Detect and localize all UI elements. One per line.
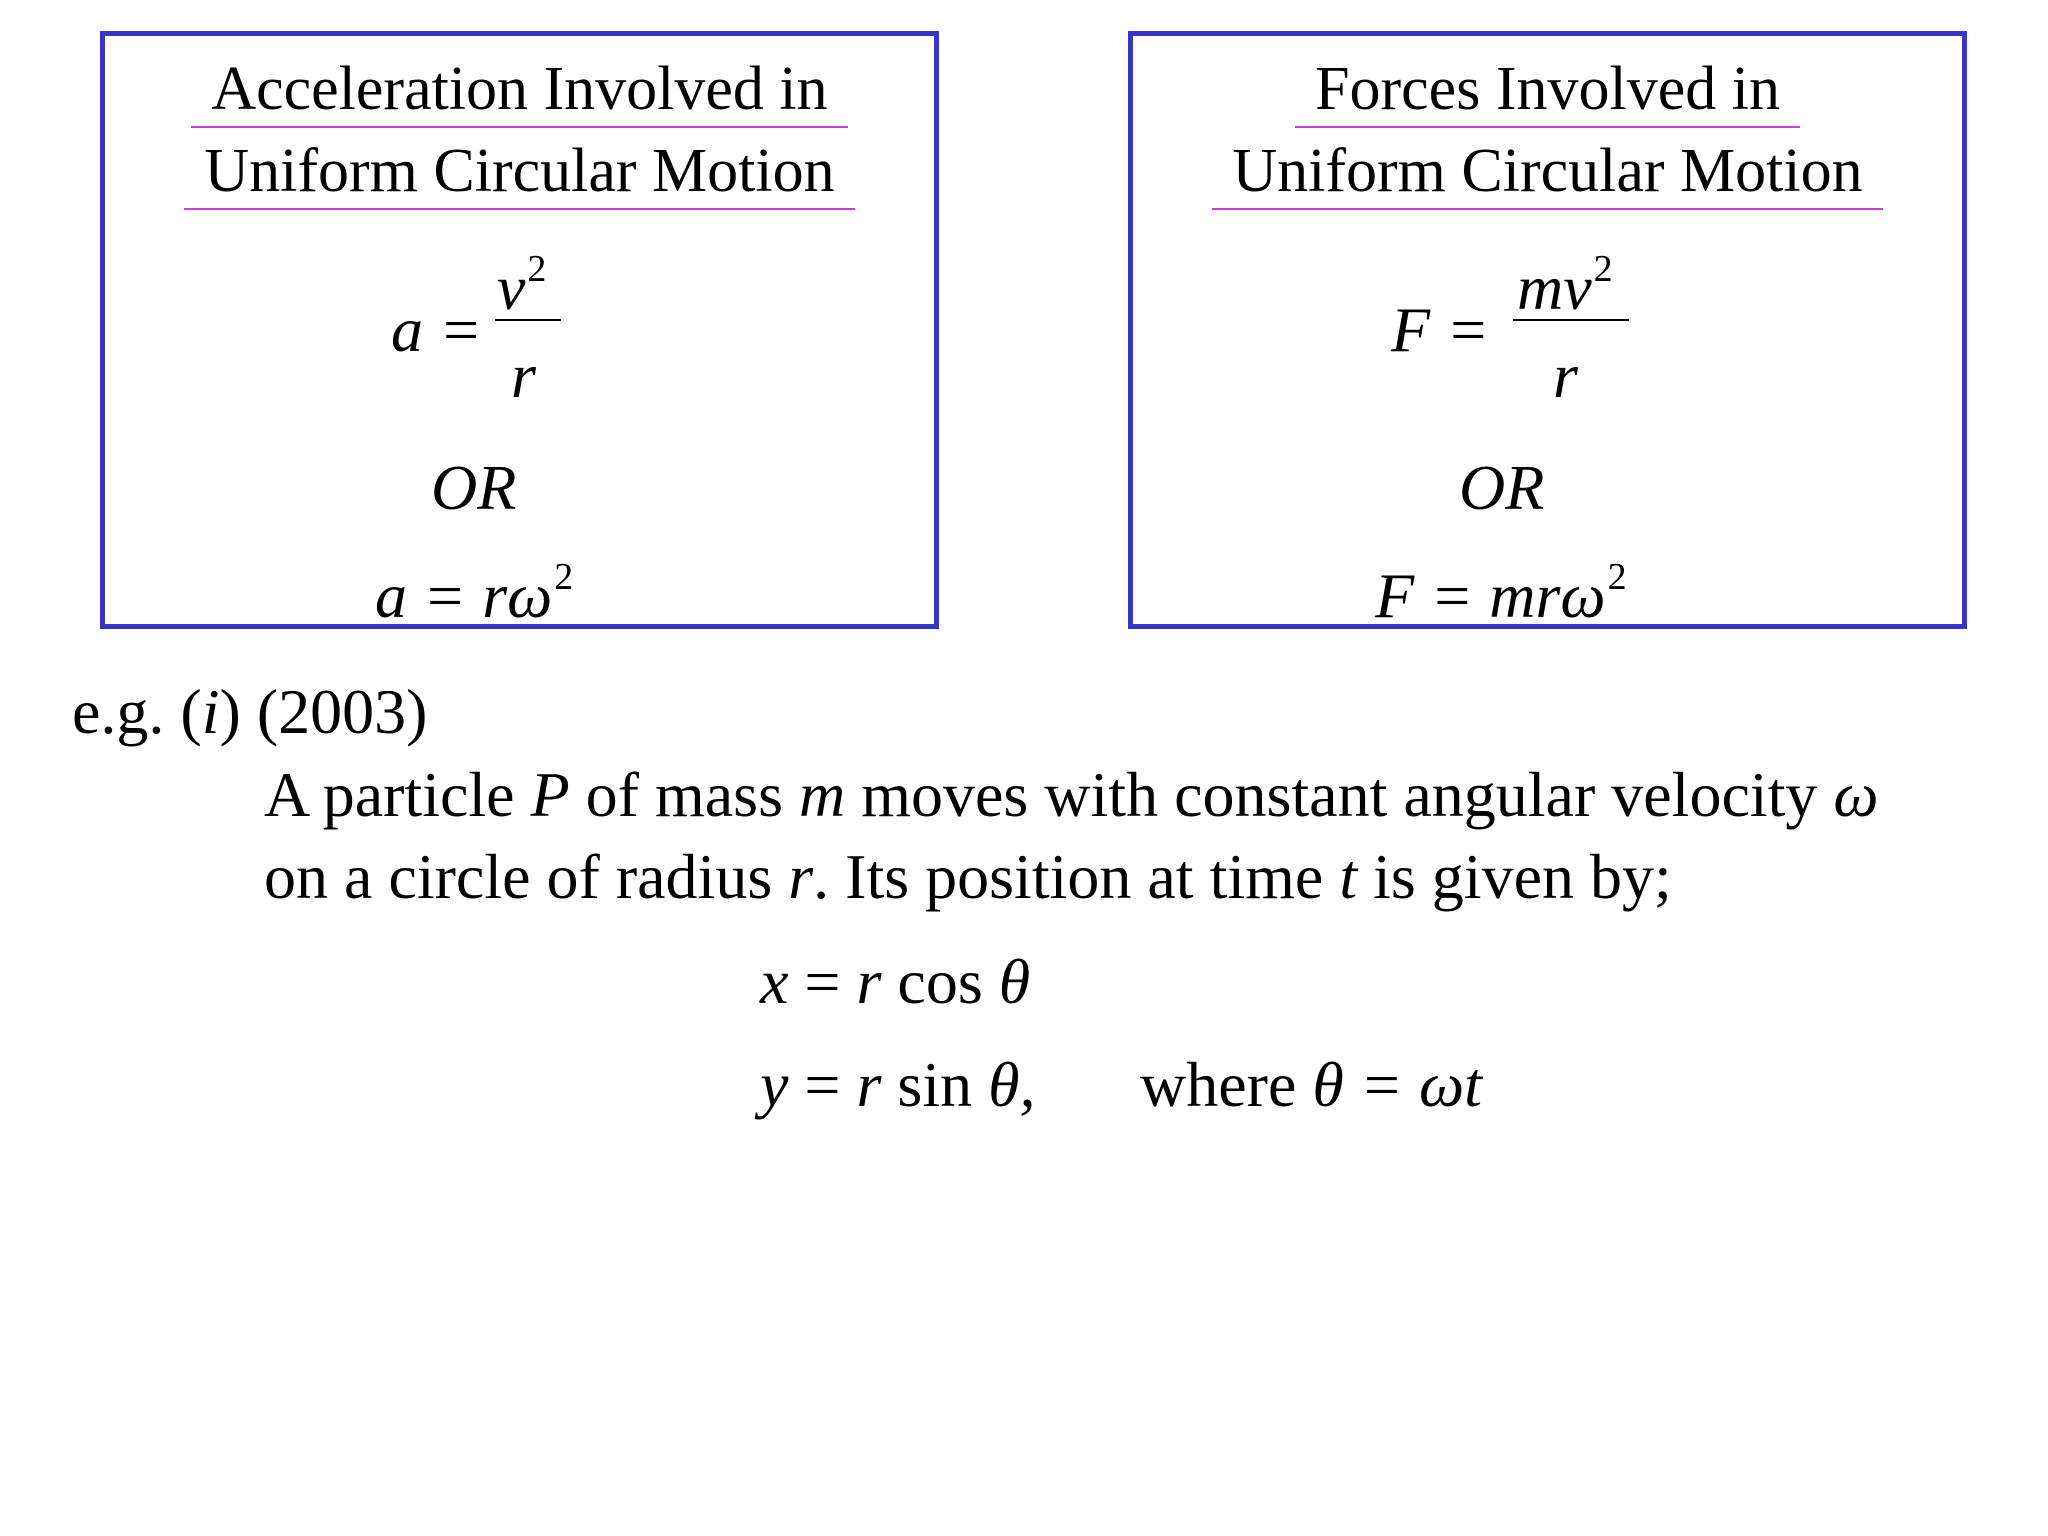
forces-eq1-lhs: F = (1391, 294, 1490, 365)
problem-line-1: A particle P of mass m moves with consta… (264, 759, 1879, 830)
equation-y: y = r sin θ, (760, 1049, 1036, 1120)
acceleration-eq1-denominator: r (511, 340, 536, 411)
example-label: e.g. (i) (2003) (72, 676, 428, 747)
acceleration-eq1-numerator: v2 (497, 248, 547, 323)
acceleration-title-line2: Uniform Circular Motion (105, 140, 934, 210)
forces-or: OR (1459, 452, 1545, 523)
forces-title-line2: Uniform Circular Motion (1133, 140, 1962, 210)
acceleration-fraction-bar (495, 319, 561, 321)
forces-eq1-numerator: mv2 (1517, 248, 1613, 323)
problem-line-2: on a circle of radius r. Its position at… (264, 841, 1672, 912)
equation-where: where θ = ωt (1140, 1049, 1482, 1120)
acceleration-title-line1: Acceleration Involved in (105, 58, 934, 128)
forces-eq2: F = mrω2 (1375, 556, 1627, 631)
forces-box: Forces Involved in Uniform Circular Moti… (1128, 31, 1967, 629)
acceleration-box: Acceleration Involved in Uniform Circula… (100, 31, 939, 629)
equation-x: x = r cos θ (760, 946, 1031, 1017)
acceleration-eq2: a = rω2 (375, 556, 574, 631)
forces-fraction-bar (1513, 319, 1629, 321)
acceleration-or: OR (431, 452, 517, 523)
forces-eq1-denominator: r (1553, 340, 1578, 411)
acceleration-eq1-lhs: a = (391, 294, 483, 365)
forces-title-line1: Forces Involved in (1133, 58, 1962, 128)
